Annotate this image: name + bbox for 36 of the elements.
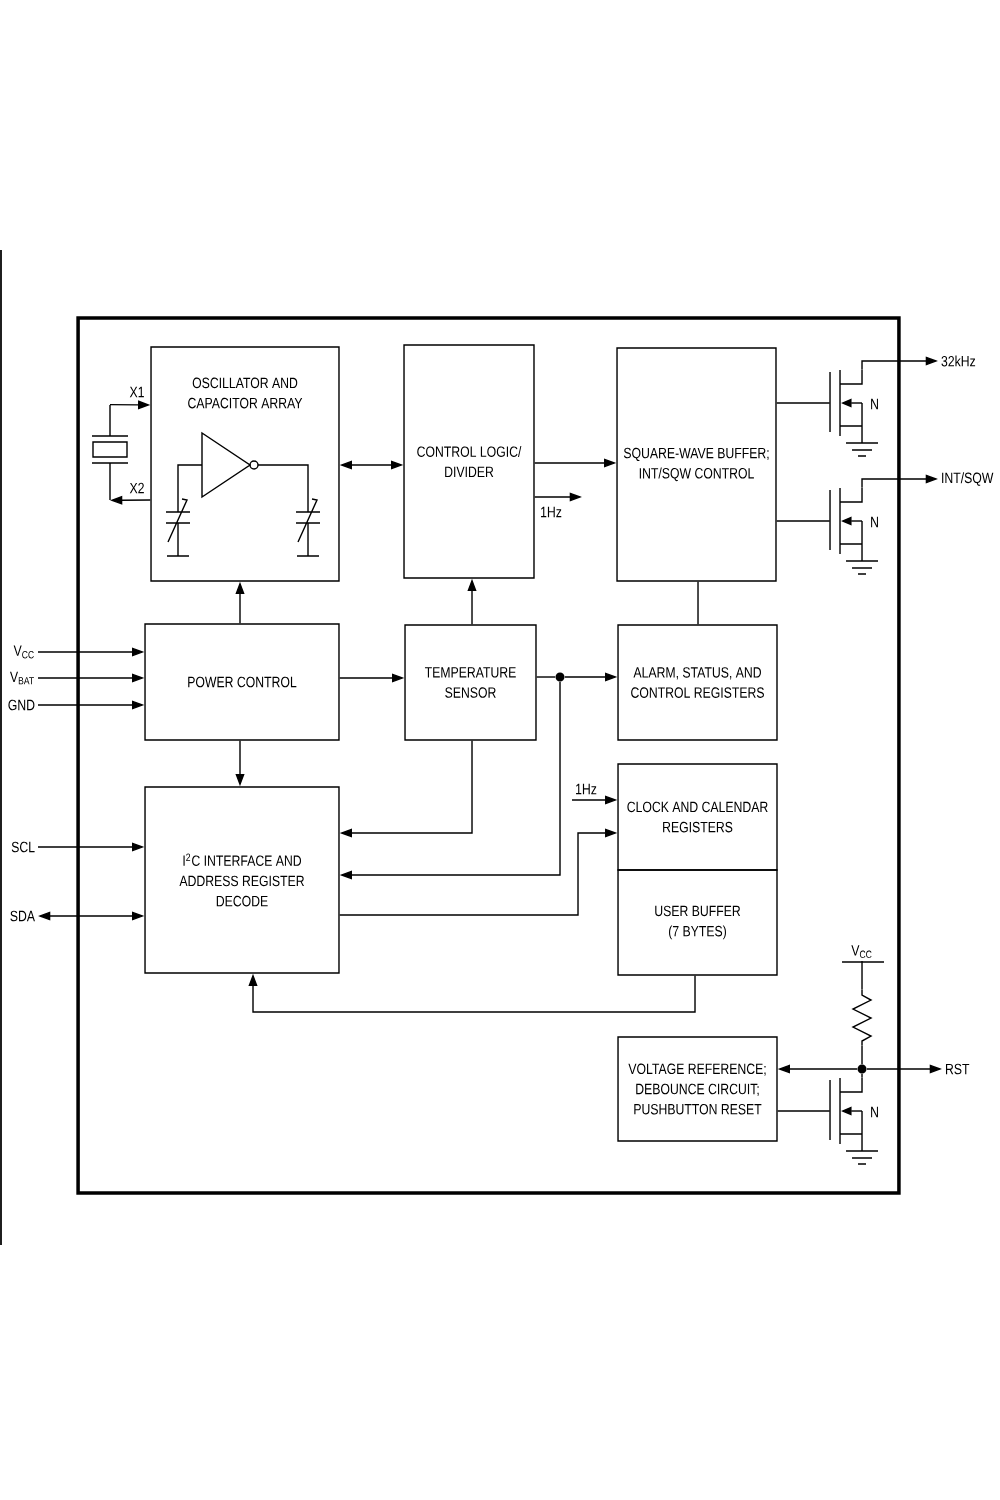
connector-line bbox=[536, 676, 556, 678]
connector-line bbox=[861, 960, 863, 991]
connector-line bbox=[776, 520, 831, 522]
pin-label: GND bbox=[8, 699, 35, 711]
pin-label: V$_{BAT}$ bbox=[10, 671, 34, 685]
chip-outline bbox=[76, 316, 901, 1195]
edge-label: 1Hz bbox=[538, 505, 564, 519]
block-box: ALARM, STATUS, AND CONTROL REGISTERS bbox=[617, 624, 778, 741]
block-box: SQUARE-WAVE BUFFER; INT/SQW CONTROL bbox=[616, 347, 777, 582]
type-label: N bbox=[871, 1106, 878, 1118]
pin-label: RST bbox=[946, 1063, 970, 1075]
connector-line bbox=[777, 1110, 831, 1112]
pin-label: V$_{CC}$ bbox=[13, 645, 34, 659]
connector-line bbox=[861, 1044, 863, 1065]
edge-label: X1 bbox=[127, 385, 147, 399]
edge-label: X2 bbox=[127, 481, 147, 495]
connector-line bbox=[776, 402, 831, 404]
type-label: N bbox=[871, 516, 878, 528]
block-box: VOLTAGE REFERENCE; DEBOUNCE CIRCUIT; PUSHBUTTON RESET bbox=[617, 1036, 778, 1142]
resistor-symbol bbox=[851, 989, 873, 1046]
crystal-symbol bbox=[91, 404, 129, 501]
type-label: N bbox=[871, 398, 878, 410]
edge-label: 1Hz bbox=[573, 782, 599, 796]
block-box: OSCILLATOR AND CAPACITOR ARRAY bbox=[150, 346, 340, 582]
pin-label: SCL bbox=[11, 841, 35, 853]
block-box: TEMPERATURE SENSOR bbox=[404, 624, 537, 741]
block-box: CONTROL LOGIC/ DIVIDER bbox=[403, 344, 535, 579]
connector-line bbox=[697, 581, 699, 626]
pin-label: SDA bbox=[10, 910, 35, 922]
block-box: USER BUFFER (7 BYTES) bbox=[617, 869, 778, 976]
block-box: POWER CONTROL bbox=[144, 623, 340, 741]
block-box: CLOCK AND CALENDAR REGISTERS bbox=[617, 763, 778, 871]
block-box: I$^{2}$C INTERFACE AND ADDRESS REGISTER DECODE bbox=[144, 786, 340, 974]
pin-label: 32kHz bbox=[941, 355, 976, 367]
pin-label: INT/SQW bbox=[942, 472, 994, 486]
connector-line bbox=[861, 1073, 863, 1079]
